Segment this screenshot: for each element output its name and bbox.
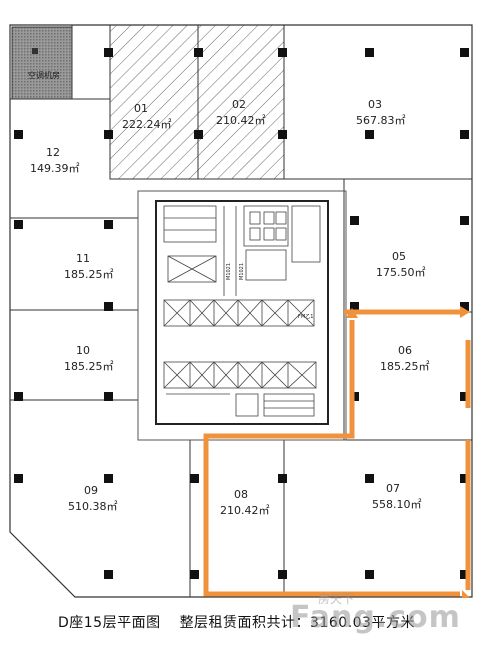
- unit-05-id: 05: [392, 250, 406, 263]
- core-outer: [137, 190, 347, 441]
- ac-room: [11, 26, 73, 100]
- unit-11-area: 185.25㎡: [64, 268, 114, 281]
- core-label-a: M1021: [226, 263, 232, 280]
- highlight-arrows: [346, 306, 470, 598]
- unit-06-area: 185.25㎡: [380, 360, 430, 373]
- unit-01-id: 01: [134, 102, 148, 115]
- unit-08-id: 08: [234, 488, 248, 501]
- ac-room-label: 空调机房: [28, 70, 60, 80]
- unit-02-id: 02: [232, 98, 246, 111]
- ac-room-marker: [32, 48, 38, 54]
- unit-08-area: 210.42㎡: [220, 504, 270, 517]
- unit-09-area: 510.38㎡: [68, 500, 118, 513]
- highlight-outline: [203, 309, 471, 597]
- core-details: [163, 205, 321, 417]
- unit-10-area: 185.25㎡: [64, 360, 114, 373]
- unit-09-id: 09: [84, 484, 98, 497]
- unit-01-hatch: [109, 24, 199, 180]
- unit-05-area: 175.50㎡: [376, 266, 426, 279]
- plan-title: D座15层平面图: [58, 615, 161, 631]
- watermark-top: 房天下: [318, 592, 355, 606]
- unit-03-area: 567.83㎡: [356, 114, 406, 127]
- unit-10-id: 10: [76, 344, 90, 357]
- core-label-b: M1021: [239, 263, 245, 280]
- building-outline: [9, 24, 473, 598]
- floor-plan: M1021 M1021 FM乙1: [9, 24, 473, 598]
- unit-12-area: 149.39㎡: [30, 162, 80, 175]
- plan-caption: D座15层平面图 整层租赁面积共计：3160.03平方米: [58, 612, 429, 632]
- unit-07-id: 07: [386, 482, 400, 495]
- unit-01-area: 222.24㎡: [122, 118, 172, 131]
- unit-12-id: 12: [46, 146, 60, 159]
- core-label-c: FM乙1: [298, 313, 313, 320]
- watermark-logo: Fang.com: [290, 600, 461, 635]
- plan-total-area: 整层租赁面积共计：3160.03平方米: [179, 615, 415, 631]
- core-inner: [155, 200, 329, 425]
- unit-03-id: 03: [368, 98, 382, 111]
- unit-02-area: 210.42㎡: [216, 114, 266, 127]
- unit-11-id: 11: [76, 252, 90, 265]
- unit-07-area: 558.10㎡: [372, 498, 422, 511]
- unit-06-id: 06: [398, 344, 412, 357]
